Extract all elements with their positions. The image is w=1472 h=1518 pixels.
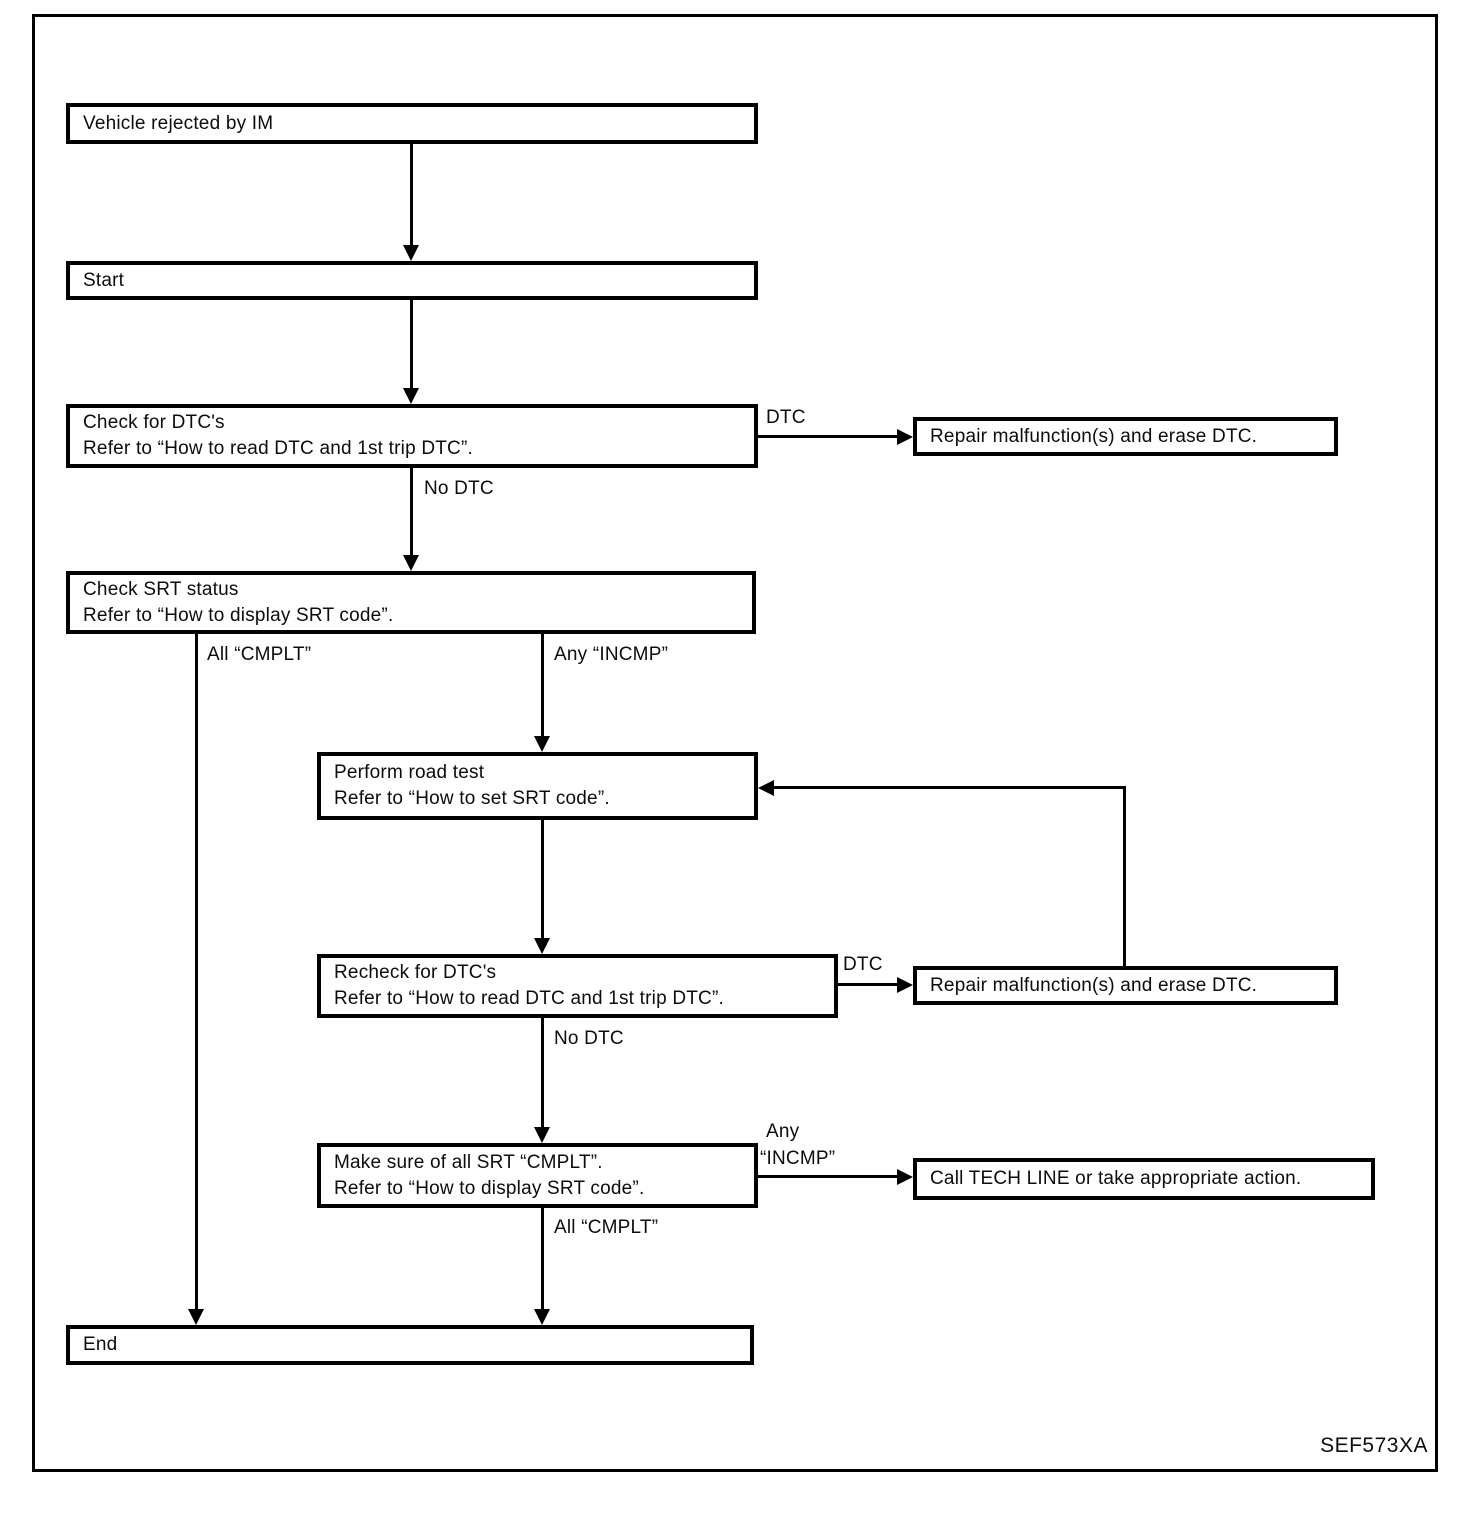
node-recheck-dtc: Recheck for DTC's Refer to “How to read … (317, 954, 838, 1018)
connector-repair2-loop-horizontal (772, 786, 1126, 789)
node-text: Call TECH LINE or take appropriate actio… (930, 1168, 1302, 1189)
node-text: End (83, 1334, 118, 1355)
edge-label-no-dtc-2: No DTC (554, 1028, 624, 1049)
node-end: End (66, 1325, 754, 1365)
connector-recheck-to-makesure (541, 1018, 544, 1130)
node-call-tech-line: Call TECH LINE or take appropriate actio… (913, 1158, 1375, 1200)
node-text: Vehicle rejected by IM (83, 112, 274, 134)
node-text: Refer to “How to display SRT code”. (334, 1177, 645, 1199)
node-text: Check for DTC's (83, 412, 225, 433)
arrow-head (534, 1309, 550, 1325)
arrow-head (897, 1169, 913, 1185)
node-make-sure-srt-cmplt: Make sure of all SRT “CMPLT”. Refer to “… (317, 1143, 758, 1208)
arrow-head (534, 736, 550, 752)
page-border (32, 14, 1438, 1472)
connector-vehicle-to-start (410, 144, 413, 248)
connector-recheck-to-repair2 (838, 983, 899, 986)
arrow-head (403, 388, 419, 404)
connector-roadtest-to-recheck (541, 820, 544, 940)
node-text: Perform road test (334, 762, 485, 783)
edge-label-dtc-1: DTC (766, 407, 806, 428)
node-text: Repair malfunction(s) and erase DTC. (930, 974, 1258, 996)
connector-checksrt-to-roadtest (541, 634, 544, 738)
node-text: Check SRT status (83, 578, 239, 600)
connector-start-to-checkdtc (410, 300, 413, 390)
arrow-head (403, 555, 419, 571)
arrow-head (897, 977, 913, 993)
edge-label-no-dtc-1: No DTC (424, 478, 494, 499)
connector-checkdtc-to-repair1 (758, 435, 899, 438)
arrow-head (534, 938, 550, 954)
node-text: Refer to “How to read DTC and 1st trip D… (83, 438, 473, 459)
edge-label-any-incmp-1: Any “INCMP” (554, 644, 669, 665)
edge-label-any-2: Any (766, 1121, 800, 1142)
edge-label-all-cmplt-1: All “CMPLT” (207, 644, 312, 665)
node-vehicle-rejected: Vehicle rejected by IM (66, 103, 758, 144)
edge-label-all-cmplt-2: All “CMPLT” (554, 1217, 659, 1238)
figure-code: SEF573XA (1320, 1434, 1428, 1457)
connector-makesure-to-techline (758, 1175, 899, 1178)
arrow-head (758, 780, 774, 796)
edge-label-incmp-2: “INCMP” (760, 1148, 836, 1169)
node-text: Refer to “How to set SRT code”. (334, 788, 610, 809)
arrow-head (188, 1309, 204, 1325)
arrow-head (534, 1127, 550, 1143)
node-text: Refer to “How to read DTC and 1st trip D… (334, 988, 724, 1009)
node-text: Make sure of all SRT “CMPLT”. (334, 1151, 603, 1173)
node-perform-road-test: Perform road test Refer to “How to set S… (317, 752, 758, 820)
node-text: Refer to “How to display SRT code”. (83, 604, 394, 626)
connector-checkdtc-to-checksrt (410, 468, 413, 557)
node-repair-erase-dtc-2: Repair malfunction(s) and erase DTC. (913, 966, 1338, 1005)
connector-checksrt-to-end (195, 634, 198, 1311)
connector-makesure-to-end (541, 1208, 544, 1311)
node-text: Start (83, 269, 125, 291)
node-start: Start (66, 261, 758, 300)
node-text: Repair malfunction(s) and erase DTC. (930, 425, 1258, 447)
node-check-srt-status: Check SRT status Refer to “How to displa… (66, 571, 756, 634)
arrow-head (897, 429, 913, 445)
arrow-head (403, 245, 419, 261)
node-text: Recheck for DTC's (334, 962, 497, 983)
node-check-dtc: Check for DTC's Refer to “How to read DT… (66, 404, 758, 468)
connector-repair2-loop-vertical (1123, 786, 1126, 966)
node-repair-erase-dtc-1: Repair malfunction(s) and erase DTC. (913, 417, 1338, 456)
edge-label-dtc-2: DTC (843, 954, 883, 975)
